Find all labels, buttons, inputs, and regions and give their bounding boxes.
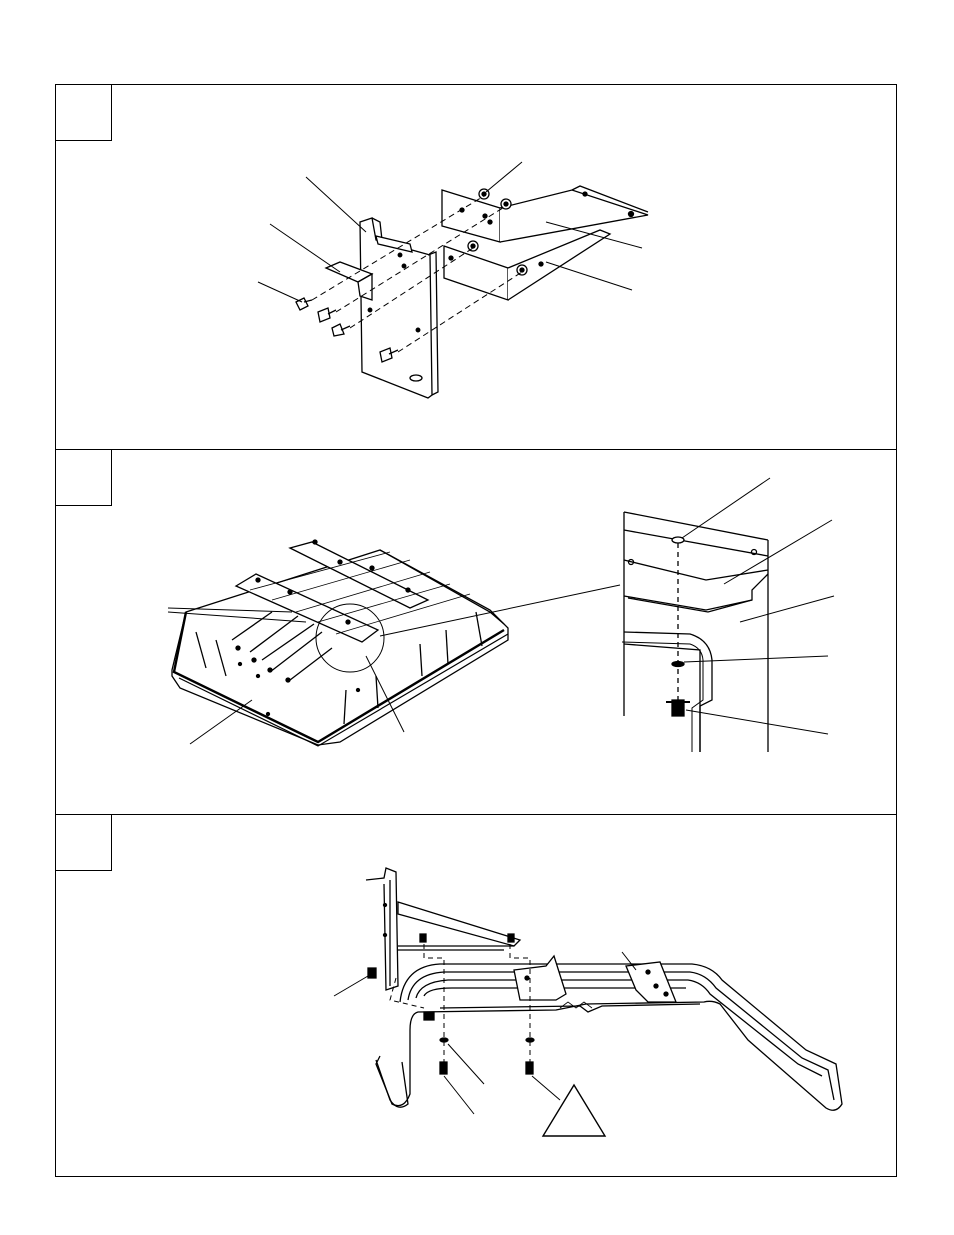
instruction-frame <box>55 84 897 1177</box>
step-2-number-box <box>56 450 112 506</box>
step-1-panel <box>56 85 896 450</box>
step-3-panel <box>56 815 896 1178</box>
step-2-panel <box>56 450 896 815</box>
step-1-number-box <box>56 85 112 141</box>
step-3-number-box <box>56 815 112 871</box>
